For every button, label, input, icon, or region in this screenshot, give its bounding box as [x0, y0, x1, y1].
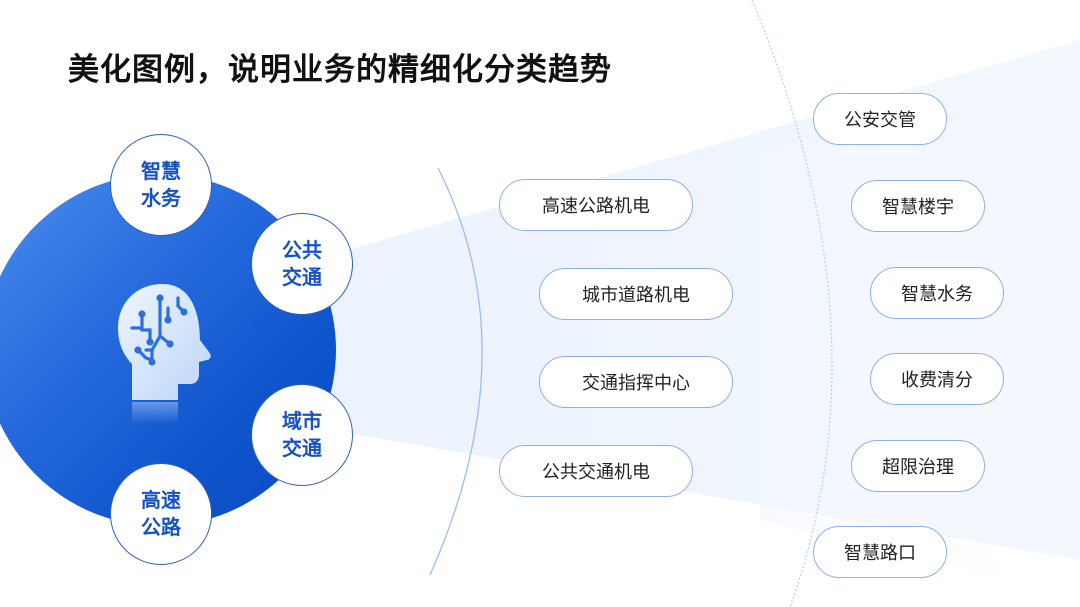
node-label-line2: 交通	[282, 436, 322, 460]
outer-pill-overload-control[interactable]: 超限治理	[851, 440, 985, 492]
page-title: 美化图例，说明业务的精细化分类趋势	[68, 52, 612, 88]
inner-arc	[429, 167, 483, 576]
inner-pill-traffic-command-center[interactable]: 交通指挥中心	[539, 356, 733, 408]
outer-pill-smart-intersection[interactable]: 智慧路口	[813, 526, 947, 578]
node-label-line1: 公共	[282, 238, 322, 262]
hub-node-highway[interactable]: 高速 公路	[110, 463, 212, 565]
inner-pill-urban-road-electromech[interactable]: 城市道路机电	[539, 268, 733, 320]
outer-pill-traffic-police[interactable]: 公安交管	[813, 93, 947, 145]
outer-arc	[751, 0, 833, 607]
node-label-line1: 智慧	[141, 159, 181, 183]
node-label-line1: 高速	[141, 488, 181, 512]
outer-pill-toll-clearing[interactable]: 收费清分	[870, 353, 1004, 405]
inner-pill-highway-electromech[interactable]: 高速公路机电	[499, 179, 693, 231]
outer-fan	[760, 95, 1080, 600]
node-label-line2: 水务	[141, 186, 181, 210]
node-label-line2: 公路	[141, 515, 181, 539]
hub-node-urban-transport[interactable]: 域市 交通	[251, 384, 353, 486]
node-label-line1: 域市	[282, 409, 322, 433]
hub-node-smart-water[interactable]: 智慧 水务	[110, 134, 212, 236]
node-label-line2: 交通	[282, 265, 322, 289]
hub-node-public-transport[interactable]: 公共 交通	[251, 213, 353, 315]
ai-brain-head-icon	[118, 284, 211, 424]
outer-pill-smart-water[interactable]: 智慧水务	[870, 267, 1004, 319]
inner-pill-public-transport-electromech[interactable]: 公共交通机电	[499, 445, 693, 497]
outer-pill-smart-building[interactable]: 智慧楼宇	[851, 180, 985, 232]
